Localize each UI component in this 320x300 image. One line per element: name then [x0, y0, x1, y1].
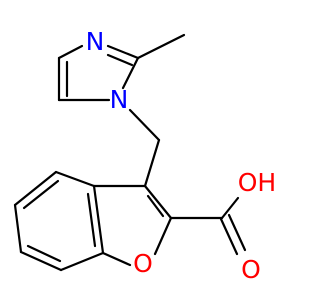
imidazole-ring: [57, 44, 140, 102]
bond-ch2-c3: [143, 138, 161, 188]
structure-drawing: N N O OH O: [13, 27, 276, 284]
hydroxyl-oxygen-label: OH: [238, 168, 276, 197]
bond-c2-o1: [153, 216, 173, 256]
bond-c4-c5b-double: [22, 179, 60, 210]
bond-c6-c7-double: [26, 244, 62, 263]
nitrogen-atom-label-top: N: [86, 27, 105, 56]
bond-c3a-c4: [54, 170, 96, 188]
bond-c2-n3-double: [106, 53, 134, 67]
furan-ring: [92, 184, 173, 267]
bond-n1-c2: [121, 56, 140, 90]
bond-c3-c2: [143, 184, 173, 220]
carboxylic-acid-group: [169, 196, 247, 256]
furan-oxygen-atom-label: O: [133, 249, 153, 278]
bond-o1-c7a: [101, 251, 132, 267]
bond-cooh-o-double-1: [219, 217, 239, 256]
bond-c2-methyl: [136, 33, 186, 60]
bond-c4-c5b: [13, 170, 58, 207]
bond-cooh-oh: [220, 196, 240, 220]
benzene-ring: [13, 170, 105, 272]
nitrogen-atom-label-ring: N: [110, 85, 129, 114]
bond-c4-n3: [57, 44, 84, 60]
bond-n1-ch2: [128, 108, 161, 142]
bond-c5b-c6: [13, 203, 23, 254]
bond-c3-c2-double: [146, 194, 165, 218]
bond-c2-n3: [106, 44, 140, 60]
bond-c7-c7a: [59, 251, 105, 272]
bond-c3a-c7a-inner: [86, 192, 97, 248]
carbonyl-oxygen-label: O: [241, 255, 261, 284]
bond-c6-c7: [19, 250, 63, 272]
bond-cooh-o-double-2: [227, 213, 247, 252]
bond-c3a-c7a: [92, 184, 105, 255]
chemical-structure-diagram: N N O OH O: [13, 27, 277, 284]
